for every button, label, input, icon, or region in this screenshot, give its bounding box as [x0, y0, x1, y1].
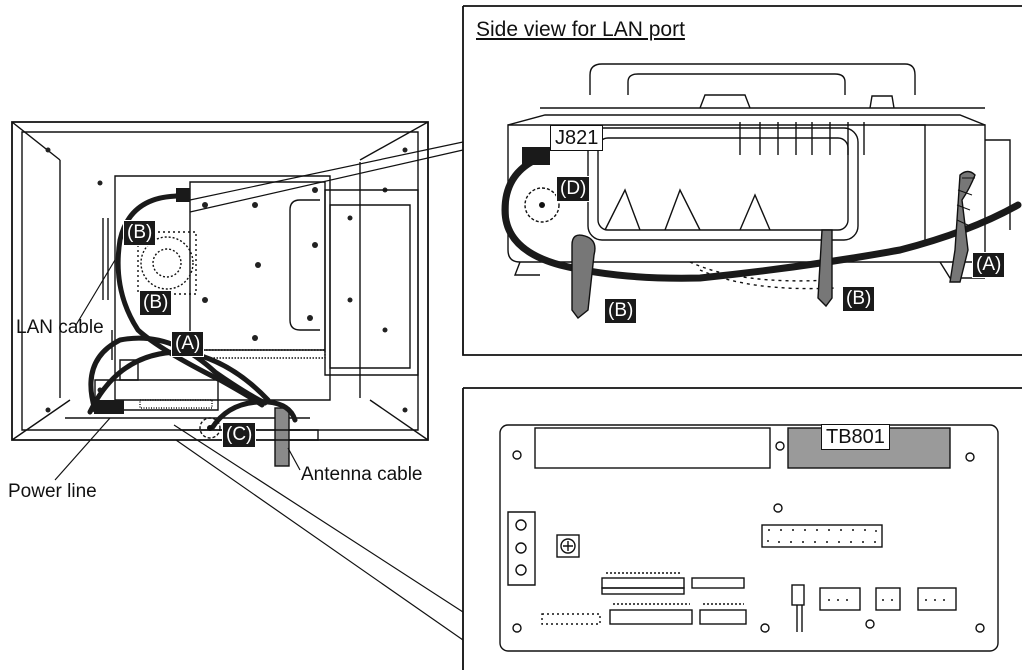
tb801-label: TB801	[821, 424, 890, 450]
callout-c: (C)	[222, 422, 257, 448]
inset-side-frame	[462, 5, 1022, 356]
antenna-cable-label: Antenna cable	[301, 464, 423, 485]
callout-b-lower: (B)	[139, 290, 173, 316]
callout-b-upper: (B)	[123, 220, 157, 246]
callout-b-inset-left: (B)	[604, 298, 638, 324]
inset-board-frame	[462, 387, 1022, 670]
power-line-label: Power line	[8, 481, 97, 502]
lan-cable-label: LAN cable	[16, 317, 104, 338]
j821-label: J821	[550, 125, 604, 151]
callout-b-inset-right: (B)	[842, 286, 876, 312]
callout-a-main: (A)	[171, 331, 205, 357]
terminal-board-drawing	[499, 424, 999, 652]
side-view-drawing	[507, 63, 1011, 290]
main-cables	[87, 193, 298, 431]
main-unit-drawing	[11, 121, 429, 467]
inset-title: Side view for LAN port	[476, 18, 685, 41]
callout-d: (D)	[556, 176, 591, 202]
callout-a-inset: (A)	[972, 252, 1006, 278]
